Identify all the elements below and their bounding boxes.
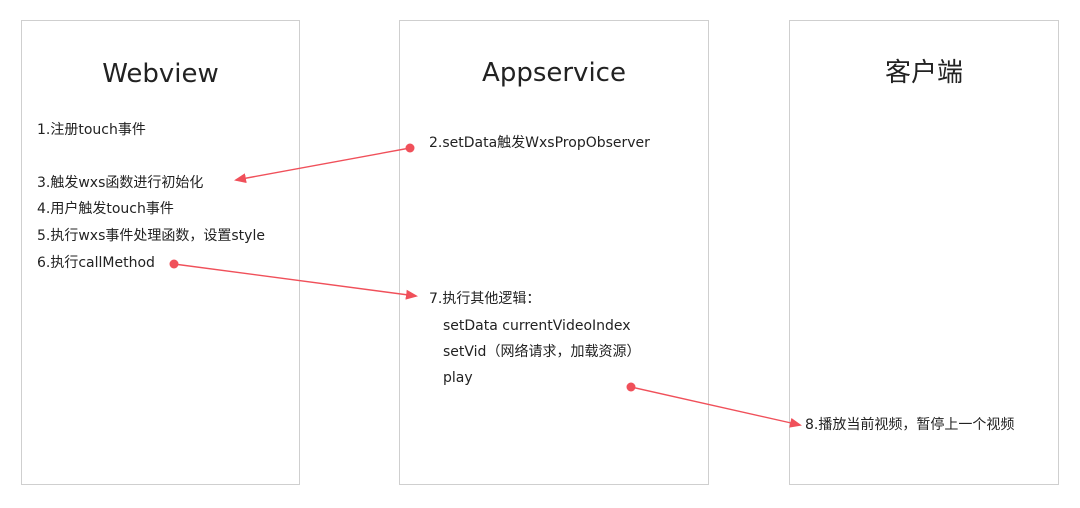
arrow-6-to-7-origin-dot bbox=[169, 259, 179, 269]
arrow-2-to-3-origin-dot bbox=[405, 143, 415, 153]
step-7-setvid: setVid（网络请求，加载资源） bbox=[443, 344, 641, 360]
client-title: 客户端 bbox=[884, 58, 963, 88]
step-7-other-logic: 7.执行其他逻辑： bbox=[429, 291, 541, 307]
client-panel: 客户端 bbox=[789, 20, 1059, 485]
step-8-play-video: 8.播放当前视频，暂停上一个视频 bbox=[805, 417, 1015, 433]
arrow-2-to-3 bbox=[234, 143, 415, 184]
step-4-user-touch: 4.用户触发touch事件 bbox=[37, 201, 174, 217]
arrow-6-to-7 bbox=[169, 259, 418, 300]
step-2-setdata-observer: 2.setData触发WxsPropObserver bbox=[429, 135, 650, 151]
step-5-wxs-handler: 5.执行wxs事件处理函数，设置style bbox=[37, 228, 265, 244]
step-7-play: play bbox=[443, 370, 473, 386]
appservice-panel: Appservice bbox=[399, 20, 709, 485]
appservice-title: Appservice bbox=[482, 58, 626, 88]
step-1-register-touch: 1.注册touch事件 bbox=[37, 122, 146, 138]
arrow-7-to-8-origin-dot bbox=[626, 382, 636, 392]
webview-title: Webview bbox=[102, 59, 219, 89]
step-6-call-method: 6.执行callMethod bbox=[37, 255, 155, 271]
arrow-7-to-8 bbox=[626, 382, 802, 428]
webview-panel: Webview bbox=[21, 20, 300, 485]
step-3-wxs-init: 3.触发wxs函数进行初始化 bbox=[37, 175, 204, 191]
step-7-setdata-index: setData currentVideoIndex bbox=[443, 318, 631, 334]
